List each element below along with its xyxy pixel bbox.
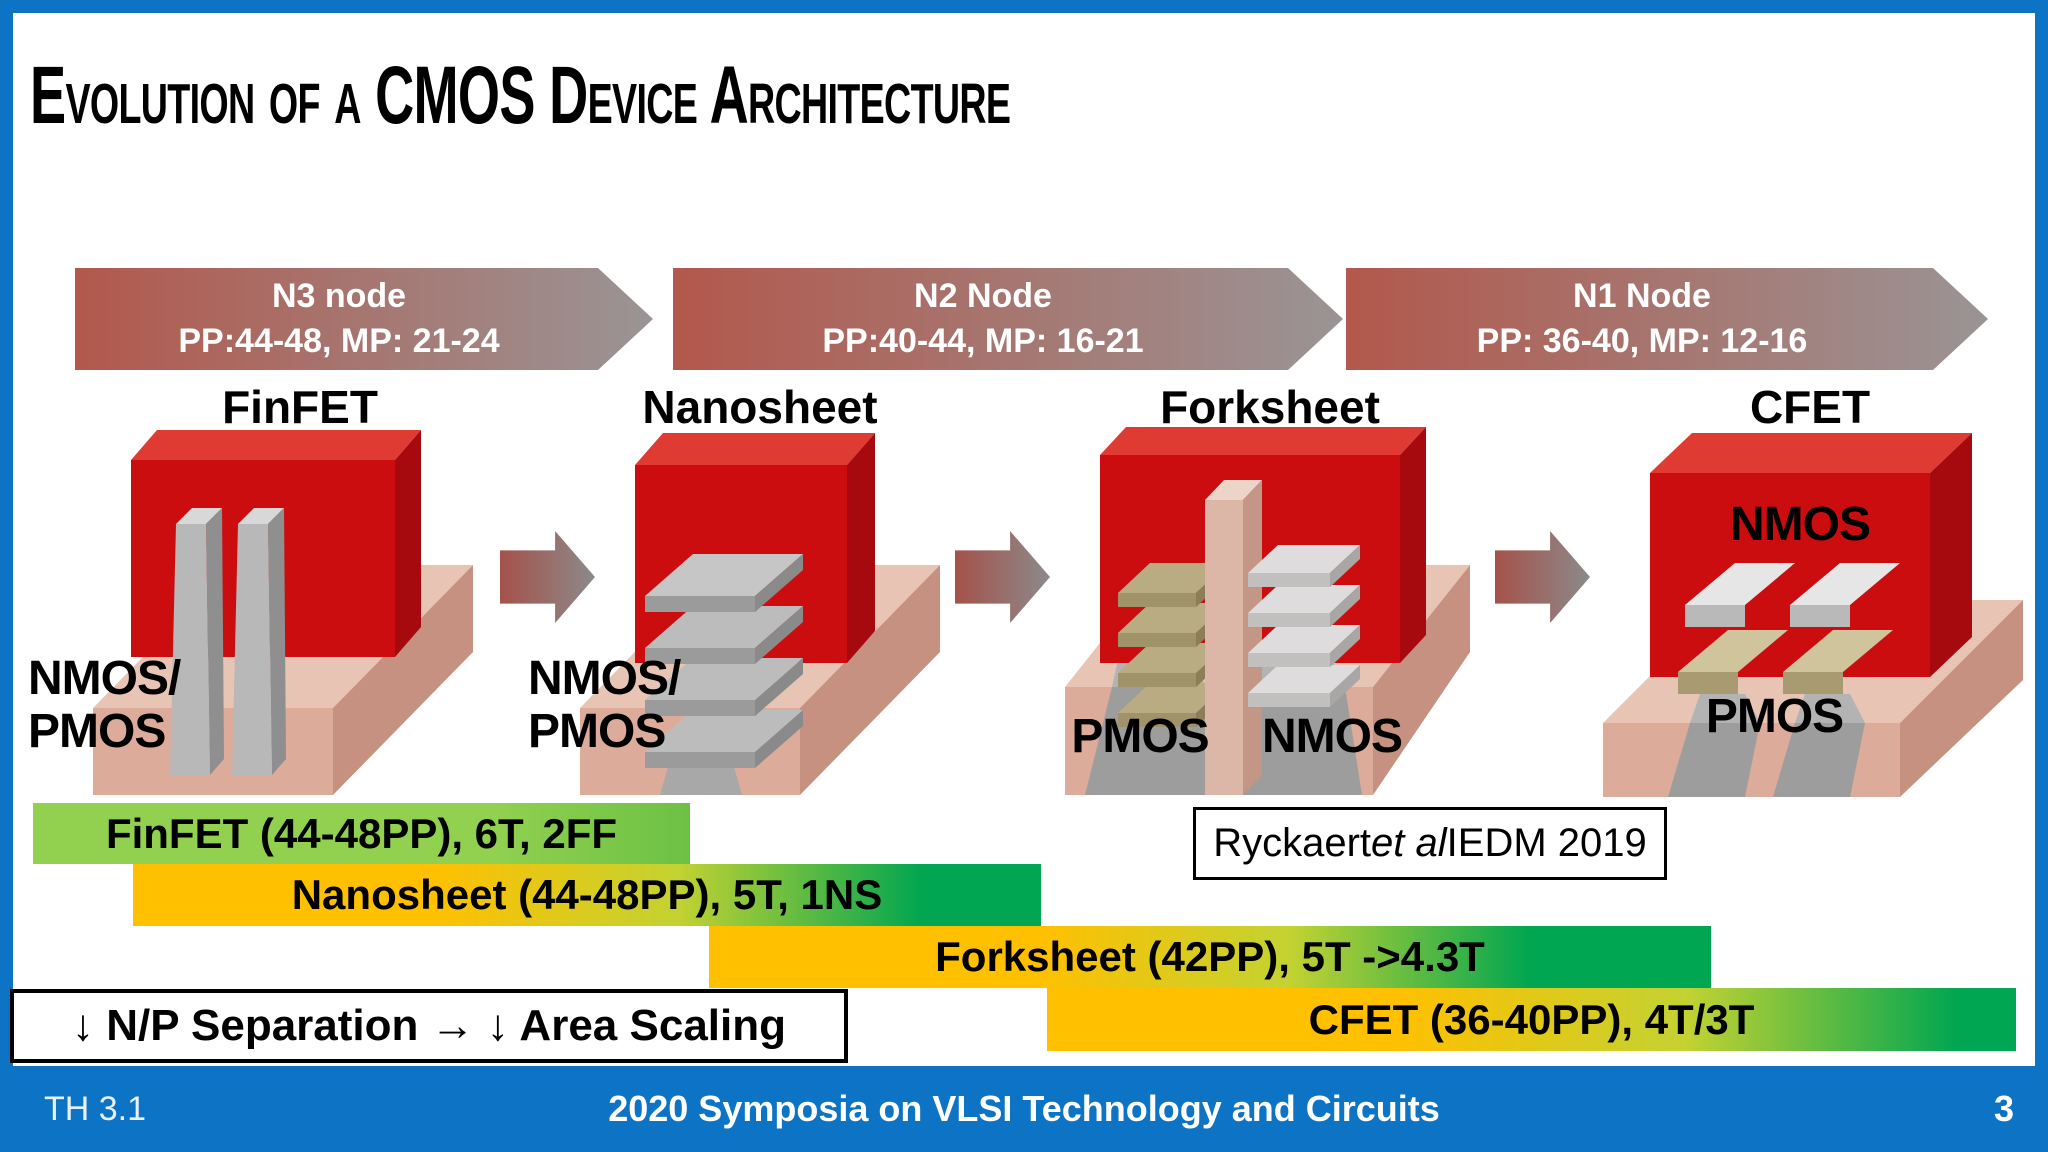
nanosheet-label-line1: NMOS/ xyxy=(528,652,681,705)
node-banner-n1: N1 Node PP: 36-40, MP: 12-16 xyxy=(1346,268,1988,370)
device-title-nanosheet: Nanosheet xyxy=(642,381,878,433)
cfet-gate-block xyxy=(1650,433,1972,677)
node-banner-n3-pitch: PP:44-48, MP: 21-24 xyxy=(178,322,500,360)
cfet-nmos-label: NMOS xyxy=(1730,498,1871,551)
footer-page-number: 3 xyxy=(1993,1088,2014,1129)
np-separation-callout-text: ↓ N/P Separation → ↓ Area Scaling xyxy=(72,1001,786,1050)
node-banner-n1-pitch: PP: 36-40, MP: 12-16 xyxy=(1476,322,1808,360)
citation-box: Ryckaert et al IEDM 2019 xyxy=(1193,807,1667,880)
np-separation-callout: ↓ N/P Separation → ↓ Area Scaling xyxy=(10,989,848,1063)
node-banner-n2-pitch: PP:40-44, MP: 16-21 xyxy=(822,322,1144,360)
node-banner-n2-name: N2 Node xyxy=(914,277,1052,315)
scaling-bar-cfet: CFET (36-40PP), 4T/3T xyxy=(1047,988,2016,1051)
device-title-finfet: FinFET xyxy=(222,381,378,433)
device-title-forksheet: Forksheet xyxy=(1160,381,1380,433)
page-title-text: Evolution of a CMOS Device Architecture xyxy=(30,50,1011,141)
finfet-fins xyxy=(170,508,286,775)
cfet-pmos-label: PMOS xyxy=(1705,690,1844,743)
node-banner-n2: N2 Node PP:40-44, MP: 16-21 xyxy=(673,268,1343,370)
scaling-bar-forksheet: Forksheet (42PP), 5T ->4.3T xyxy=(709,926,1711,988)
slide-border-top xyxy=(0,0,2048,13)
footer-session-id: TH 3.1 xyxy=(44,1090,147,1128)
nanosheet-label-line2: PMOS xyxy=(528,705,666,758)
finfet-label-line1: NMOS/ xyxy=(28,652,181,705)
finfet-illustration xyxy=(93,430,473,795)
cfet-pmos-sheets xyxy=(1678,630,1893,694)
citation-author: Ryckaert xyxy=(1213,821,1372,865)
node-banner-n3-name: N3 node xyxy=(271,277,407,315)
citation-venue: IEDM 2019 xyxy=(1446,821,1647,865)
forksheet-nmos-label: NMOS xyxy=(1262,710,1403,763)
nanosheet-pedestal xyxy=(660,760,742,795)
forksheet-illustration xyxy=(1065,427,1470,795)
node-banner-n3: N3 node PP:44-48, MP: 21-24 xyxy=(75,268,653,370)
finfet-device-label: NMOS/ PMOS xyxy=(28,652,181,758)
nanosheet-illustration xyxy=(580,433,940,795)
forksheet-nmos-sheets xyxy=(1248,545,1360,707)
finfet-label-line2: PMOS xyxy=(28,705,166,758)
footer-bar: TH 3.1 2020 Symposia on VLSI Technology … xyxy=(0,1066,2048,1152)
nanosheet-device-label: NMOS/ PMOS xyxy=(528,652,681,758)
footer-conference-title: 2020 Symposia on VLSI Technology and Cir… xyxy=(608,1088,1440,1129)
forksheet-dielectric-wall xyxy=(1205,480,1262,795)
slide-border-right xyxy=(2035,0,2048,1152)
slide-border-left xyxy=(0,0,13,1152)
forksheet-pmos-label: PMOS xyxy=(1071,710,1209,763)
cfet-nmos-sheets xyxy=(1685,563,1900,627)
page-title: Evolution of a CMOS Device Architecture xyxy=(30,48,1930,148)
citation-etal: et al xyxy=(1371,821,1447,865)
scaling-bar-finfet: FinFET (44-48PP), 6T, 2FF xyxy=(33,803,690,864)
nanosheet-sheet-stack xyxy=(645,554,803,768)
scaling-bar-nanosheet: Nanosheet (44-48PP), 5T, 1NS xyxy=(133,864,1041,926)
device-title-cfet: CFET xyxy=(1749,381,1871,433)
evolution-arrow-3 xyxy=(1495,531,1590,623)
cfet-illustration xyxy=(1603,433,2023,797)
node-banner-n1-name: N1 Node xyxy=(1573,277,1711,315)
